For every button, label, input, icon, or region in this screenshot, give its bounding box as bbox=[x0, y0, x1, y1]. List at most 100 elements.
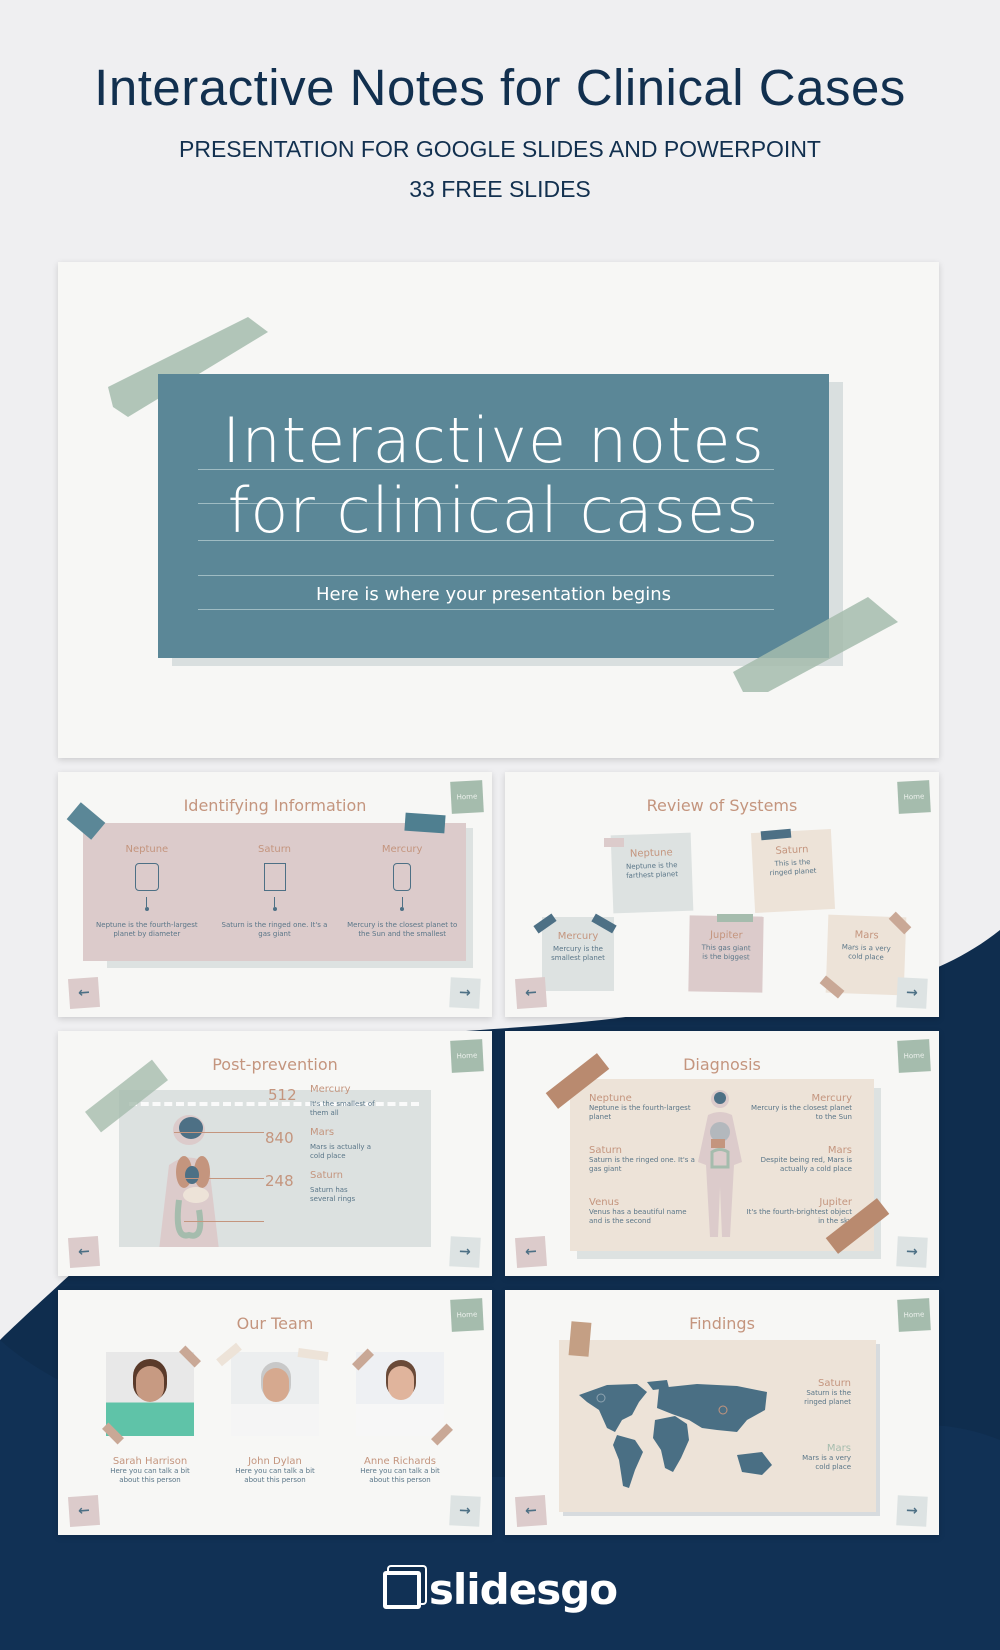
stat-name: Mars bbox=[310, 1127, 335, 1138]
item-desc: Venus has a beautiful name and is the se… bbox=[589, 1208, 687, 1225]
home-button[interactable]: Home bbox=[450, 1298, 484, 1332]
item-desc: It's the fourth-brightest object in the … bbox=[746, 1208, 852, 1225]
slide-title: Findings bbox=[689, 1314, 755, 1333]
slide-title: Our Team bbox=[236, 1314, 314, 1333]
arrow-right-icon[interactable]: → bbox=[449, 1236, 481, 1268]
finding-desc: Saturn is the ringed planet bbox=[804, 1389, 851, 1406]
brand-name: slidesgo bbox=[428, 1565, 618, 1614]
info-column: Mercury Mercury is the closest planet to… bbox=[338, 844, 466, 939]
world-map bbox=[579, 1380, 772, 1488]
team-member: Anne Richards Here you can talk a bit ab… bbox=[356, 1352, 444, 1485]
info-card bbox=[83, 823, 466, 961]
slide-findings[interactable]: Findings Saturn Saturn is the ringed pla… bbox=[505, 1290, 939, 1535]
note-desc: Mars is a very cold place bbox=[841, 943, 891, 962]
item-desc: Saturn is the ringed one. It's a gas gia… bbox=[221, 921, 328, 938]
human-body-illustration bbox=[159, 1115, 219, 1247]
item-name: Jupiter bbox=[819, 1197, 852, 1208]
home-button[interactable]: Home bbox=[897, 780, 931, 814]
arrow-left-icon[interactable]: ← bbox=[514, 1235, 548, 1269]
human-body-illustration bbox=[698, 1090, 742, 1237]
blood-pressure-icon bbox=[134, 863, 159, 891]
member-desc: Here you can talk a bit about this perso… bbox=[110, 1467, 190, 1484]
arrow-right-icon[interactable]: → bbox=[896, 977, 928, 1009]
stat-value: 512 bbox=[268, 1086, 297, 1104]
arrow-left-icon[interactable]: ← bbox=[67, 976, 101, 1010]
item-desc: Saturn is the ringed one. It's a gas gia… bbox=[589, 1156, 695, 1173]
cover-slide[interactable]: Interactive notes for clinical cases Her… bbox=[58, 262, 939, 758]
stat-desc: Saturn has several rings bbox=[310, 1186, 356, 1203]
item-name: Venus bbox=[589, 1197, 620, 1208]
item-name: Neptune bbox=[125, 844, 169, 855]
member-desc: Here you can talk a bit about this perso… bbox=[235, 1467, 315, 1484]
slide-title: Review of Systems bbox=[646, 796, 798, 815]
item-name: Mercury bbox=[811, 1093, 852, 1104]
item-desc: Mercury is the closest planet to the Sun… bbox=[347, 921, 458, 938]
item-desc: Neptune is the fourth-largest planet bbox=[589, 1104, 691, 1121]
slide-title: Identifying Information bbox=[183, 796, 367, 815]
item-name: Mars bbox=[827, 1145, 852, 1156]
arrow-right-icon[interactable]: → bbox=[896, 1236, 928, 1268]
item-desc: Neptune is the fourth-largest planet by … bbox=[96, 921, 198, 938]
arrow-left-icon[interactable]: ← bbox=[67, 1494, 101, 1528]
cover-subtitle: Here is where your presentation begins bbox=[315, 584, 672, 605]
note-desc: Neptune is the farthest planet bbox=[625, 861, 679, 880]
finding-name: Saturn bbox=[817, 1378, 851, 1389]
note-desc: This is the ringed planet bbox=[769, 858, 817, 878]
member-name: John Dylan bbox=[248, 1456, 302, 1467]
note-name: Mercury bbox=[557, 931, 599, 942]
slide-our-team[interactable]: Our Team Sarah Harrison Here you can tal… bbox=[58, 1290, 492, 1535]
post-card bbox=[119, 1090, 431, 1247]
stat-desc: It's the smallest of them all bbox=[310, 1100, 375, 1117]
stat-value: 840 bbox=[265, 1129, 294, 1147]
item-name: Neptune bbox=[589, 1093, 632, 1104]
cover-box: Interactive notes for clinical cases Her… bbox=[158, 374, 829, 658]
glucometer-icon bbox=[393, 863, 412, 891]
item-name: Saturn bbox=[258, 844, 292, 855]
item-desc: Despite being red, Mars is actually a co… bbox=[760, 1156, 852, 1173]
home-button[interactable]: Home bbox=[897, 1039, 931, 1073]
item-name: Mercury bbox=[381, 844, 423, 855]
slide-count: 33 FREE SLIDES bbox=[409, 176, 591, 202]
stat-desc: Mars is actually a cold place bbox=[310, 1143, 372, 1160]
location-pin-icon bbox=[596, 1393, 606, 1403]
arrow-left-icon[interactable]: ← bbox=[67, 1235, 101, 1269]
stat-name: Mercury bbox=[310, 1084, 351, 1095]
page-subtitle: PRESENTATION FOR GOOGLE SLIDES AND POWER… bbox=[179, 136, 821, 162]
item-desc: Mercury is the closest planet to the Sun bbox=[751, 1104, 852, 1121]
arrow-right-icon[interactable]: → bbox=[449, 977, 481, 1009]
arrow-right-icon[interactable]: → bbox=[896, 1495, 928, 1527]
home-button[interactable]: Home bbox=[450, 780, 484, 814]
member-name: Anne Richards bbox=[363, 1456, 437, 1467]
slidesgo-logo[interactable]: slidesgo bbox=[0, 1565, 1000, 1614]
arrow-right-icon[interactable]: → bbox=[449, 1495, 481, 1527]
arrow-left-icon[interactable]: ← bbox=[514, 976, 548, 1010]
cover-title-line2: for clinical cases bbox=[227, 474, 760, 547]
avatar bbox=[231, 1352, 319, 1436]
slide-title: Diagnosis bbox=[683, 1055, 761, 1074]
member-name: Sarah Harrison bbox=[112, 1456, 188, 1467]
info-column: Neptune Neptune is the fourth-largest pl… bbox=[83, 844, 211, 939]
slide-identifying-information[interactable]: Identifying Information Neptune Neptune … bbox=[58, 772, 492, 1017]
slidesgo-logo-icon bbox=[382, 1570, 421, 1609]
member-desc: Here you can talk a bit about this perso… bbox=[360, 1467, 440, 1484]
page-title: Interactive Notes for Clinical Cases bbox=[94, 59, 906, 116]
avatar bbox=[356, 1352, 444, 1436]
location-pin-icon bbox=[718, 1405, 728, 1415]
cover-title-line1: Interactive notes bbox=[222, 404, 765, 477]
medical-chart-icon bbox=[263, 863, 286, 891]
home-button[interactable]: Home bbox=[450, 1039, 484, 1073]
arrow-left-icon[interactable]: ← bbox=[514, 1494, 548, 1528]
home-button[interactable]: Home bbox=[897, 1298, 931, 1332]
finding-desc: Mars is a very cold place bbox=[802, 1454, 851, 1471]
